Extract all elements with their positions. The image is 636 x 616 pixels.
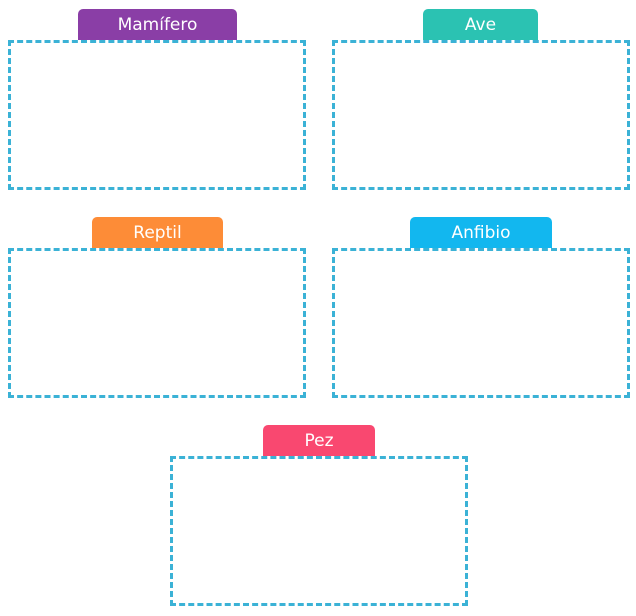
category-tab-ave: Ave [423,9,538,41]
category-tab-reptil: Reptil [92,217,223,249]
category-tab-pez: Pez [263,425,375,457]
drop-zone-ave[interactable] [332,40,630,190]
drop-zone-reptil[interactable] [8,248,306,398]
drop-zone-anfibio[interactable] [332,248,630,398]
drop-zone-mamifero[interactable] [8,40,306,190]
category-zone-anfibio: Anfibio [332,217,630,398]
category-zone-pez: Pez [170,425,468,606]
category-zone-mamifero: Mamífero [8,9,306,190]
category-zone-ave: Ave [332,9,630,190]
category-tab-anfibio: Anfibio [410,217,552,249]
category-zone-reptil: Reptil [8,217,306,398]
drop-zone-pez[interactable] [170,456,468,606]
category-tab-mamifero: Mamífero [78,9,237,41]
